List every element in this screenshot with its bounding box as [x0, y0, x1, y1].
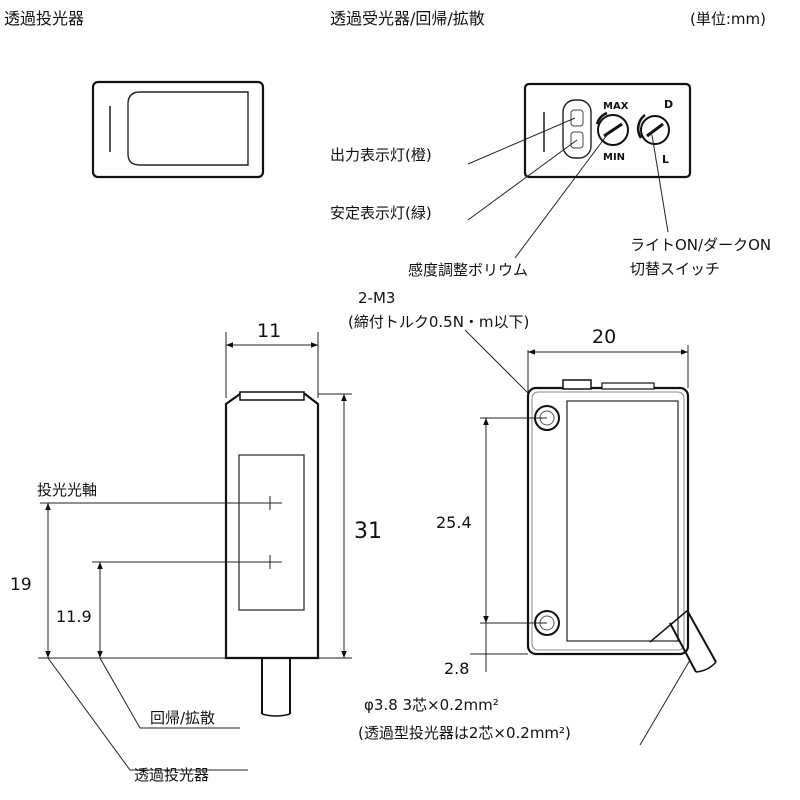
max-label: MAX [603, 101, 629, 112]
dim-height-front: 31 [354, 519, 382, 544]
receiver-callouts: 出力表示灯(橙) 安定表示灯(緑) 感度調整ボリウム ライトON/ダークON 切… [330, 117, 771, 279]
callout-transmitter-bottom: 透過投光器 [134, 766, 209, 784]
callout-retro-diffuse: 回帰/拡散 [150, 709, 215, 727]
header-receiver: 透過受光器/回帰/拡散 [330, 9, 485, 28]
callout-light-dark-switch-1: ライトON/ダークON [630, 236, 771, 254]
unit-label: (単位:mm) [690, 10, 766, 28]
callout-sensitivity-volume: 感度調整ボリウム [408, 261, 528, 279]
callout-stability-indicator: 安定表示灯(緑) [330, 204, 432, 222]
header-transmitter: 透過投光器 [4, 9, 84, 28]
dim-hole-pitch: 25.4 [436, 513, 472, 532]
side-view: 20 2-M3 (締付トルク0.5N・m以下) 25.4 2.8 φ3.8 3芯… [348, 289, 717, 746]
dim-hole-offset: 2.8 [444, 659, 469, 678]
callout-optical-axis: 投光光軸 [37, 481, 97, 499]
callout-mount-screw-1: 2-M3 [358, 289, 395, 307]
callout-light-dark-switch-2: 切替スイッチ [630, 260, 720, 278]
light-label: L [662, 153, 669, 166]
callout-cable-1: φ3.8 3芯×0.2mm² [364, 696, 499, 714]
dim-axis-retro: 11.9 [56, 607, 92, 626]
min-label: MIN [603, 152, 625, 163]
dim-axis-transmit: 19 [10, 575, 32, 595]
front-view: 11 31 投光光軸 19 11.9 回帰/拡散 透過投光器 [10, 320, 382, 784]
callout-mount-screw-2: (締付トルク0.5N・m以下) [348, 313, 529, 331]
receiver-top-view: MAX MIN D L [523, 82, 692, 179]
transmitter-top-view [91, 80, 265, 179]
callout-output-indicator: 出力表示灯(橙) [330, 146, 432, 164]
dim-width-side: 20 [592, 326, 616, 348]
callout-cable-2: (透過型投光器は2芯×0.2mm²) [358, 724, 571, 742]
dark-label: D [664, 98, 673, 111]
dim-width-front: 11 [257, 320, 281, 342]
